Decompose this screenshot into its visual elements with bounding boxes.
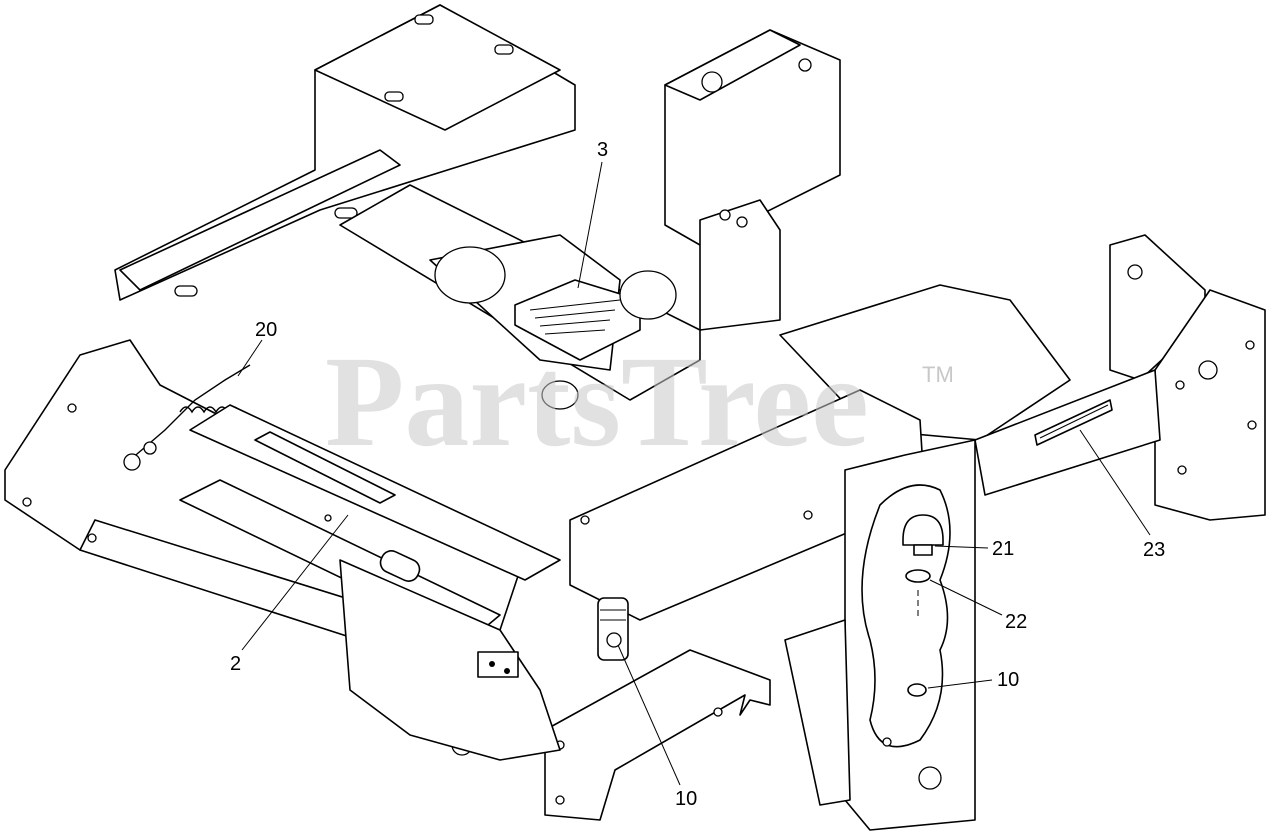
frame-drawing bbox=[4, 4, 1266, 831]
callout-10-bottom: 10 bbox=[675, 788, 697, 810]
watermark-text: PartsTree bbox=[325, 330, 869, 474]
leader-23 bbox=[1079, 429, 1151, 536]
spring-pack bbox=[597, 597, 629, 661]
watermark-tm: TM bbox=[922, 362, 954, 387]
callouts: 3 20 2 21 22 23 10 10 bbox=[230, 139, 1165, 810]
leader-22 bbox=[929, 579, 1003, 616]
left-support-strut bbox=[339, 559, 561, 761]
callout-22: 22 bbox=[1005, 611, 1027, 633]
callout-23: 23 bbox=[1143, 539, 1165, 561]
leader-2 bbox=[241, 514, 349, 651]
leader-21 bbox=[934, 545, 989, 549]
isolator-mount-21 bbox=[902, 514, 944, 556]
callout-21: 21 bbox=[992, 538, 1014, 560]
spring-assembly-20 bbox=[123, 364, 251, 471]
watermark: PartsTree TM bbox=[325, 330, 954, 474]
nut-10-right bbox=[907, 683, 927, 697]
leader-10-right bbox=[927, 679, 993, 689]
callout-20: 20 bbox=[255, 319, 277, 341]
callout-10-right: 10 bbox=[997, 669, 1019, 691]
callout-3: 3 bbox=[597, 139, 608, 161]
leader-10-bottom bbox=[617, 644, 681, 786]
callout-2: 2 bbox=[230, 653, 241, 675]
right-rear-tube bbox=[974, 369, 1161, 496]
leader-3 bbox=[577, 161, 603, 289]
washer-22 bbox=[905, 569, 931, 583]
leader-20 bbox=[237, 339, 263, 377]
decal-23 bbox=[1034, 399, 1113, 446]
warning-decal-3 bbox=[514, 279, 641, 361]
